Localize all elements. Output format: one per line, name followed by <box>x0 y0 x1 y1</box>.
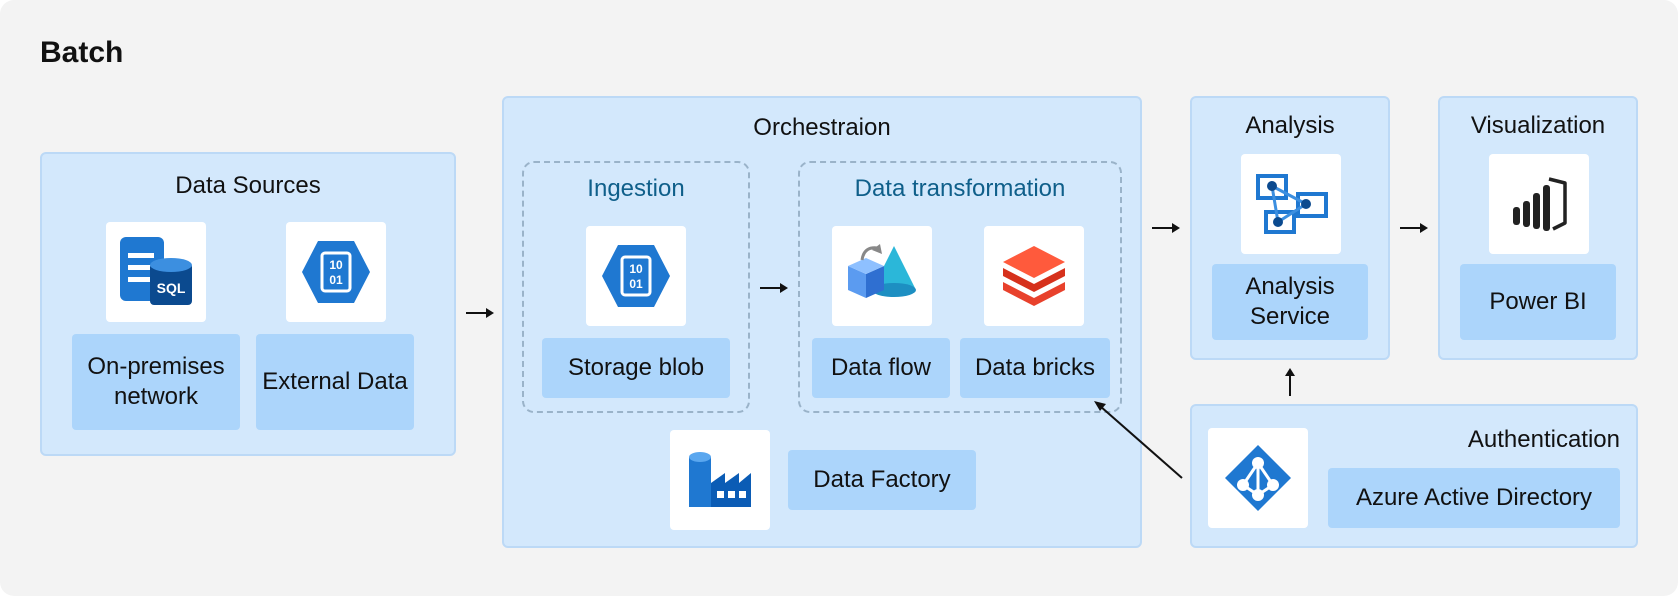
arrow-auth-to-analysis <box>1285 368 1295 396</box>
authentication-title: Authentication <box>1467 426 1620 453</box>
active-directory-icon <box>1208 428 1308 528</box>
arrow-analysis-to-visualization <box>1400 223 1428 233</box>
svg-text:10: 10 <box>329 258 343 272</box>
hexagon-binary-icon: 10 01 <box>586 226 686 326</box>
ingestion-title: Ingestion <box>587 175 685 202</box>
arrow-auth-to-databricks <box>1094 401 1183 479</box>
svg-text:01: 01 <box>329 273 343 287</box>
hexagon-binary-icon: 10 01 <box>286 222 386 322</box>
svg-text:SQL: SQL <box>157 280 186 296</box>
onprem-label: On-premises network <box>72 334 240 430</box>
shapes-icon <box>832 226 932 326</box>
external-data-label: External Data <box>256 334 414 430</box>
arrow-ingestion-to-transformation <box>760 283 788 293</box>
transformation-group <box>798 161 1122 413</box>
databricks-icon <box>984 226 1084 326</box>
orchestration-title: Orchestraion <box>753 114 891 141</box>
power-bi-icon <box>1489 154 1589 254</box>
data-sources-title: Data Sources <box>175 172 321 199</box>
visualization-title: Visualization <box>1470 112 1606 139</box>
transformation-title: Data transformation <box>854 175 1066 202</box>
svg-text:01: 01 <box>629 277 643 291</box>
sql-database-icon: SQL <box>106 222 206 322</box>
data-factory-label: Data Factory <box>788 450 976 510</box>
ingestion-group <box>522 161 750 413</box>
factory-icon <box>670 430 770 530</box>
analysis-services-icon <box>1241 154 1341 254</box>
aad-label: Azure Active Directory <box>1328 468 1620 528</box>
storage-blob-label: Storage blob <box>542 338 730 398</box>
arrow-orchestration-to-analysis <box>1152 223 1180 233</box>
analysis-service-label: Analysis Service <box>1212 264 1368 340</box>
arrow-sources-to-orchestration <box>466 308 494 318</box>
svg-text:10: 10 <box>629 262 643 276</box>
data-flow-label: Data flow <box>812 338 950 398</box>
power-bi-label: Power BI <box>1460 264 1616 340</box>
diagram-title: Batch <box>40 36 124 69</box>
analysis-title: Analysis <box>1245 112 1335 139</box>
data-bricks-label: Data bricks <box>960 338 1110 398</box>
